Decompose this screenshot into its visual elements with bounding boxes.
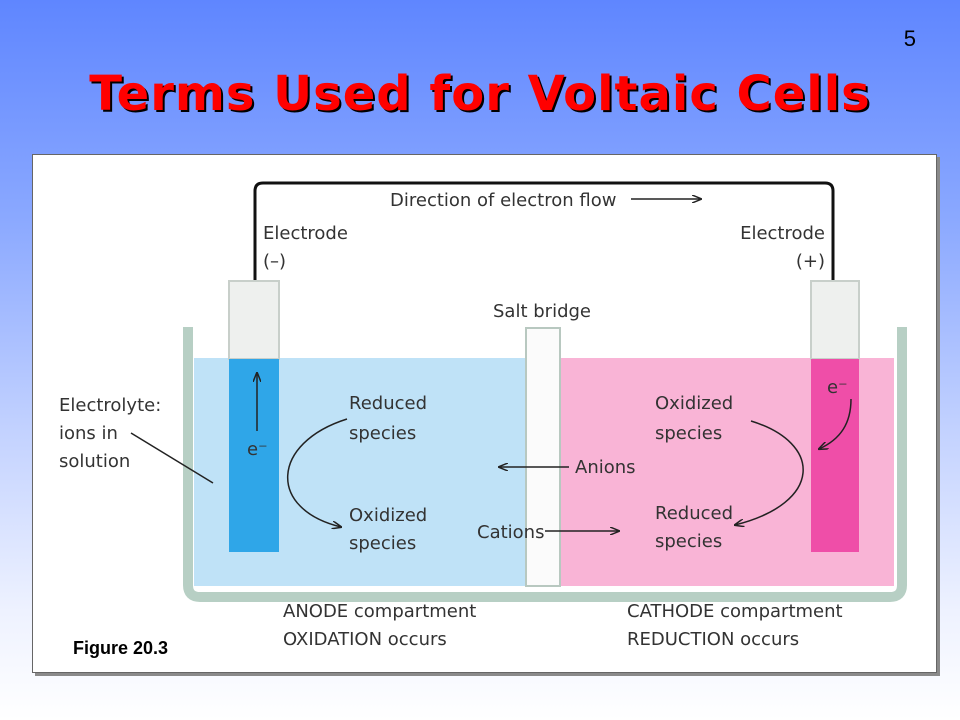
external-wire (253, 181, 835, 281)
cations-label: Cations (477, 522, 544, 543)
anode-compartment-label: ANODE compartment (283, 601, 476, 622)
salt-bridge (525, 327, 561, 587)
cathode-electrode-top (810, 280, 860, 360)
figure-panel: Direction of electron flow Electrode (–)… (32, 154, 937, 673)
anode-electrode (229, 359, 279, 552)
salt-bridge-label: Salt bridge (493, 301, 591, 322)
electrolyte-label-line2: ions in (59, 423, 118, 444)
anions-label: Anions (575, 457, 636, 478)
cathode-compartment-label: CATHODE compartment (627, 601, 843, 622)
voltaic-cell-diagram: Direction of electron flow Electrode (–)… (59, 181, 907, 650)
cathode-process-label: REDUCTION occurs (627, 629, 799, 650)
cathode-reduced-species-line1: Reduced (655, 503, 733, 524)
cathode-reaction-arrow (735, 420, 804, 525)
figure-caption: Figure 20.3 (73, 638, 169, 658)
beaker (183, 327, 907, 602)
electrolyte-label-line3: solution (59, 451, 130, 472)
anode-electron-label: e⁻ (247, 439, 268, 460)
anode-oxidized-species-line2: species (349, 533, 416, 554)
electrolyte-label-line1: Electrolyte: (59, 395, 161, 416)
cathode-electrode (811, 359, 859, 552)
cathode-electron-arrow (819, 398, 852, 449)
anode-electrode-top (228, 280, 280, 360)
cathode-electrode-label: Electrode (740, 223, 825, 244)
anode-process-label: OXIDATION occurs (283, 629, 447, 650)
anode-reduced-species-line2: species (349, 423, 416, 444)
cathode-reduced-species-line2: species (655, 531, 722, 552)
cathode-oxidized-species-line1: Oxidized (655, 393, 733, 414)
cathode-oxidized-species-line2: species (655, 423, 722, 444)
electrolyte-pointer (130, 432, 214, 484)
slide-title: Terms Used for Voltaic Cells (89, 66, 871, 122)
cathode-electrode-sign: (+) (796, 251, 825, 272)
page-number: 5 (903, 26, 916, 51)
anode-oxidized-species-line1: Oxidized (349, 505, 427, 526)
anode-reaction-arrow (287, 418, 348, 527)
anode-reduced-species-line1: Reduced (349, 393, 427, 414)
cathode-electron-label: e⁻ (827, 377, 848, 398)
anode-electrode-sign: (–) (263, 251, 286, 272)
anode-electrode-label: Electrode (263, 223, 348, 244)
electron-flow-label: Direction of electron flow (390, 190, 616, 211)
